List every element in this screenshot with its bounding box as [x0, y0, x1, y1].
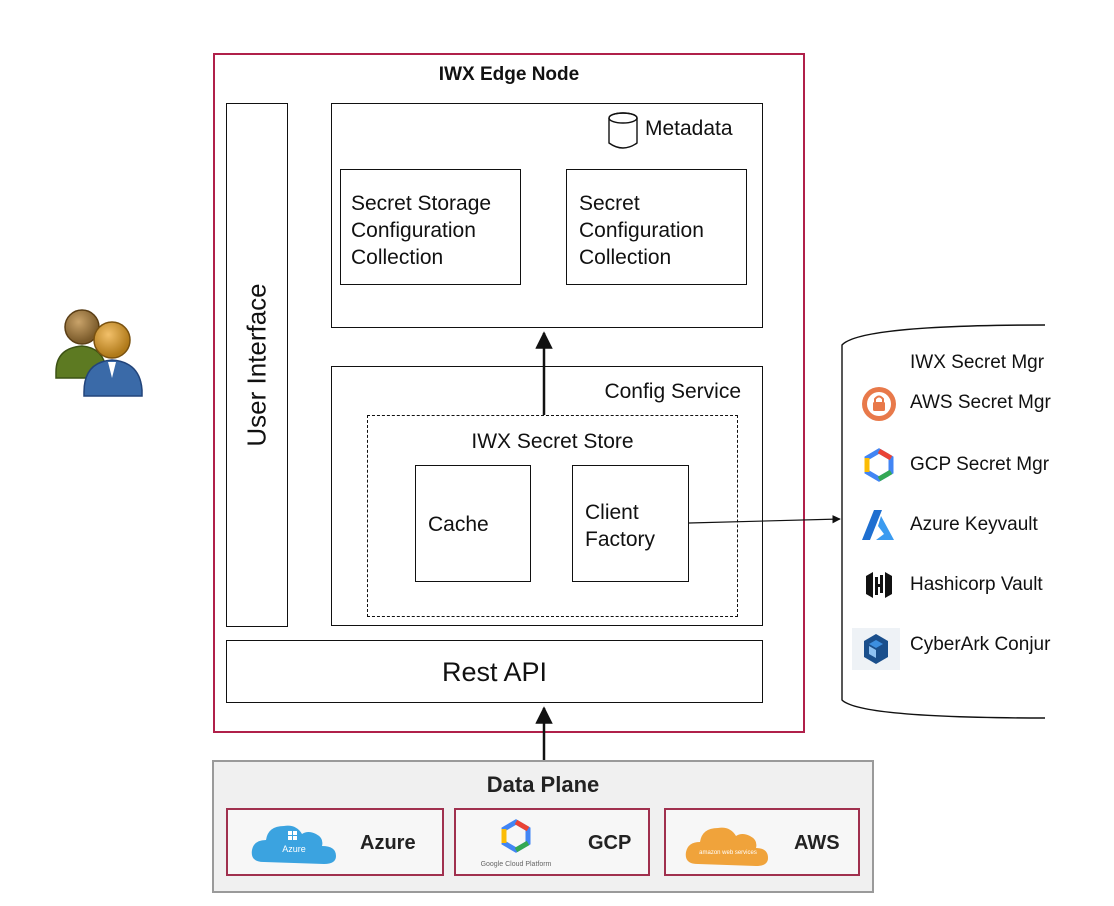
azure-cloud-cell: Azure Azure	[226, 808, 444, 876]
cache-box: Cache	[415, 465, 531, 582]
config-service-label: Config Service	[604, 380, 741, 403]
secret-store-panel	[367, 415, 738, 617]
azure-logo-text: Azure	[282, 844, 306, 854]
client-factory-box: Client Factory	[572, 465, 689, 582]
gcp-logo-text: Google Cloud Platform	[481, 861, 552, 868]
azure-label: Azure	[360, 832, 416, 854]
client-factory-to-secret-mgr-arrow	[688, 515, 841, 524]
client-factory-label: Client Factory	[585, 501, 656, 551]
aws-lock-icon	[862, 387, 896, 421]
aws-label: AWS	[794, 832, 840, 854]
secret-mgr-item-label: CyberArk Conjur	[910, 634, 1051, 655]
gcp-cloud-cell: Google Cloud Platform GCP	[454, 808, 650, 876]
secret-mgr-storage-shape	[841, 324, 1046, 719]
aws-cloud-cell: amazon web services AWS	[664, 808, 860, 876]
azure-a-icon	[862, 510, 894, 540]
metadata-label: Metadata	[645, 117, 733, 140]
secret-storage-config-label: Secret Storage Configuration Collection	[351, 192, 492, 269]
cache-label: Cache	[428, 513, 489, 536]
secret-mgr-item-label: GCP Secret Mgr	[910, 454, 1050, 475]
users-icon	[55, 309, 143, 397]
gcp-logo-icon: Google Cloud Platform	[481, 819, 552, 868]
secret-mgr-title: IWX Secret Mgr	[910, 352, 1045, 373]
gcp-hexagon-icon	[864, 448, 894, 482]
secret-mgr-item-label: Hashicorp Vault	[910, 574, 1043, 595]
database-icon	[608, 112, 638, 149]
secret-config-collection: Secret Configuration Collection	[566, 169, 747, 285]
hashicorp-icon	[866, 572, 892, 598]
cyberark-icon	[852, 628, 900, 670]
aws-logo-text: amazon web services	[699, 850, 757, 856]
data-plane-title: Data Plane	[486, 772, 600, 797]
secret-mgr-item-label: Azure Keyvault	[910, 514, 1038, 535]
secret-storage-config-collection: Secret Storage Configuration Collection	[340, 169, 521, 285]
rest-api-label: Rest API	[441, 657, 548, 687]
rest-api-box: Rest API	[226, 640, 763, 703]
azure-cloud-icon: Azure	[251, 825, 336, 864]
secret-mgr-item-label: AWS Secret Mgr	[910, 392, 1051, 413]
gcp-label: GCP	[588, 832, 632, 854]
secret-config-label: Secret Configuration Collection	[579, 192, 704, 269]
config-service-panel	[331, 366, 763, 626]
secret-store-label: IWX Secret Store	[471, 430, 634, 453]
edge-node-title: IWX Edge Node	[438, 64, 580, 85]
user-interface-panel	[226, 103, 288, 627]
edge-node-container	[213, 53, 805, 733]
aws-cloud-icon: amazon web services	[685, 827, 768, 866]
